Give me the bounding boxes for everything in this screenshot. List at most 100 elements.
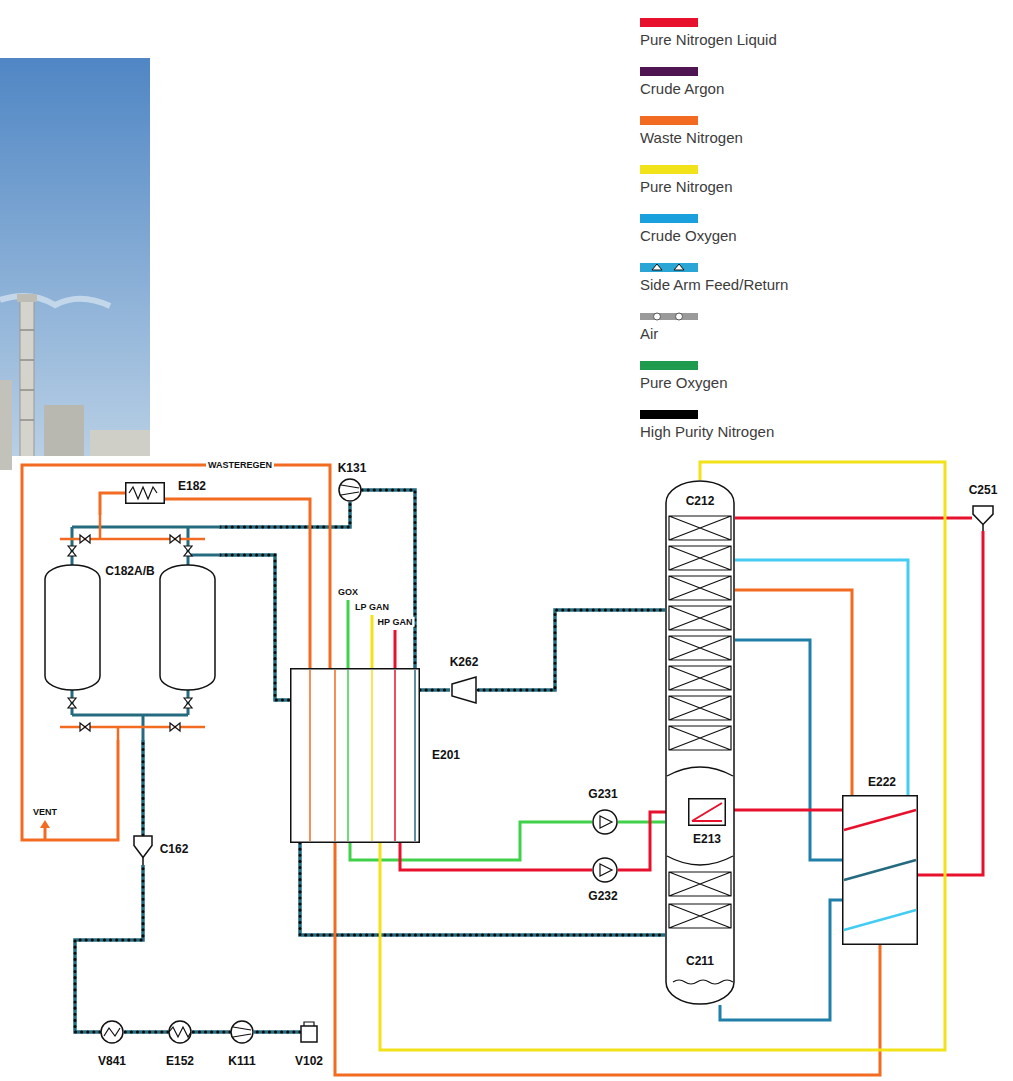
legend-label: Crude Oxygen bbox=[640, 227, 737, 245]
process-pipe bbox=[124, 1032, 168, 1033]
legend-label: Air bbox=[640, 325, 658, 343]
drawing-circle bbox=[169, 1021, 191, 1043]
valve-symbol bbox=[170, 535, 180, 543]
drawing-circle bbox=[231, 1021, 253, 1043]
drawing-path bbox=[600, 864, 612, 876]
drawing-part bbox=[640, 263, 698, 272]
valve-symbol bbox=[68, 546, 76, 556]
rect-symbol bbox=[290, 668, 420, 843]
equipment-tag: K131 bbox=[336, 462, 369, 476]
legend-label: High Purity Nitrogen bbox=[640, 423, 774, 441]
compressor-symbol: K131 bbox=[338, 478, 362, 502]
stream-label: GOX bbox=[336, 587, 360, 597]
air-dots bbox=[254, 1031, 300, 1034]
equipment-tag: C162 bbox=[158, 843, 191, 857]
stream-label: HP GAN bbox=[376, 617, 415, 627]
legend-label: Waste Nitrogen bbox=[640, 129, 743, 147]
photo-tower-rings bbox=[20, 330, 34, 420]
drawing-part bbox=[843, 796, 918, 945]
process-pipe bbox=[735, 518, 972, 519]
drawing-path bbox=[673, 980, 733, 984]
equipment-tag: E213 bbox=[691, 833, 723, 847]
adsorber-pair: C182A/B bbox=[40, 515, 220, 740]
legend-swatch bbox=[640, 410, 698, 419]
compressor-symbol: K111 bbox=[230, 1020, 254, 1044]
pipe-path bbox=[22, 465, 330, 840]
process-pipe bbox=[335, 843, 880, 1075]
drawing-part bbox=[666, 481, 734, 1004]
process-pipe bbox=[735, 560, 908, 795]
cooler-symbol: V841 bbox=[100, 1020, 124, 1044]
condenser-box: E213 bbox=[688, 798, 726, 826]
equipment-tag: V841 bbox=[96, 1055, 128, 1069]
equipment-tag: K262 bbox=[448, 656, 481, 670]
process-pipe bbox=[720, 900, 842, 1020]
process-pipe bbox=[22, 465, 330, 840]
heat-exchanger: E201 bbox=[290, 668, 420, 843]
drawing-circle bbox=[676, 313, 683, 320]
process-pipe bbox=[300, 843, 665, 935]
process-pipe bbox=[918, 531, 983, 875]
legend-item: High Purity Nitrogen bbox=[640, 410, 774, 428]
legend-swatch bbox=[640, 67, 698, 76]
drawing-path bbox=[304, 1022, 314, 1026]
process-pipe bbox=[618, 822, 665, 823]
drawing-path bbox=[667, 767, 733, 776]
valve-symbol bbox=[170, 723, 180, 731]
drawing-circle bbox=[654, 313, 661, 320]
photo-sky bbox=[0, 58, 150, 470]
packing-section bbox=[669, 872, 731, 896]
photo-cloud bbox=[0, 296, 110, 306]
drawing-path bbox=[982, 525, 984, 532]
compressor-symbol bbox=[230, 1020, 254, 1044]
drawing-path bbox=[134, 836, 152, 858]
packing-section bbox=[669, 636, 731, 660]
pipe-path bbox=[124, 1030, 168, 1034]
heater-box: E182 bbox=[125, 482, 165, 504]
pipe-path bbox=[380, 462, 945, 1050]
drawing-circle bbox=[593, 810, 617, 834]
drawing-path bbox=[309, 670, 311, 841]
sep-symbol bbox=[972, 505, 994, 531]
pump-symbol bbox=[592, 857, 618, 883]
drawing-path bbox=[667, 856, 733, 865]
legend-item: Crude Oxygen bbox=[640, 214, 737, 232]
pipe-path bbox=[735, 517, 972, 520]
separator-vessel: C162 bbox=[133, 835, 153, 865]
photo-tower bbox=[20, 300, 34, 470]
packing-section bbox=[669, 516, 731, 540]
packing-section bbox=[669, 696, 731, 720]
pipe-path bbox=[75, 865, 143, 1032]
drawing-path bbox=[844, 910, 916, 930]
legend-swatch bbox=[640, 116, 698, 125]
drawing-ground bbox=[12, 456, 1013, 1081]
compressor-symbol bbox=[338, 478, 362, 502]
equipment-tag: V102 bbox=[293, 1055, 325, 1069]
pipe-path bbox=[400, 843, 592, 870]
legend-item: Crude Argon bbox=[640, 67, 724, 85]
separator-vessel: C251 bbox=[972, 505, 994, 531]
cond-symbol bbox=[688, 798, 726, 826]
process-pipe bbox=[362, 490, 415, 668]
process-pipe bbox=[220, 555, 290, 700]
pipe-path bbox=[141, 740, 145, 835]
process-pipe bbox=[735, 640, 842, 860]
legend-swatch bbox=[640, 18, 698, 27]
process-pipe bbox=[726, 810, 842, 811]
legend-item: Pure Oxygen bbox=[640, 361, 728, 379]
process-pipe bbox=[75, 865, 143, 1032]
legend-swatch bbox=[640, 214, 698, 223]
legend-label: Pure Oxygen bbox=[640, 374, 728, 392]
outlet-line bbox=[347, 600, 350, 668]
legend-item: Pure Nitrogen bbox=[640, 165, 733, 183]
vent-arrow bbox=[40, 820, 50, 828]
drawing-circle bbox=[339, 479, 361, 501]
drawing-path bbox=[600, 816, 612, 828]
drawing-circle bbox=[593, 858, 617, 882]
equipment-tag: G231 bbox=[586, 788, 619, 802]
air-dots bbox=[300, 843, 665, 935]
legend-item: Side Arm Feed/Return bbox=[640, 263, 788, 281]
outlet-line bbox=[371, 615, 374, 668]
pipe-path bbox=[420, 688, 450, 692]
